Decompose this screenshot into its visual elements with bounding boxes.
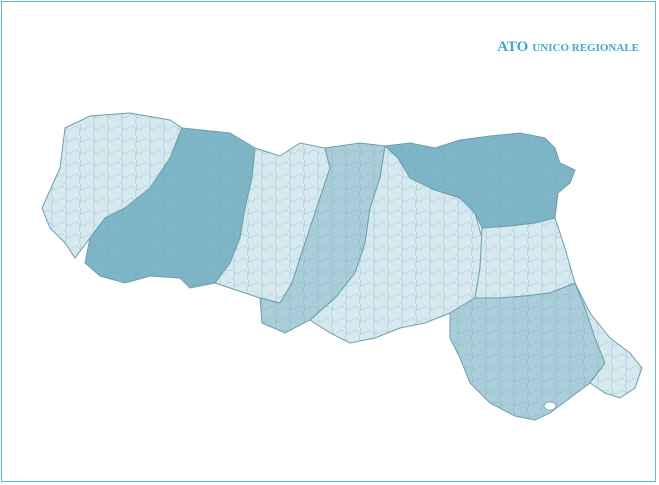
map-title: ATO UNICO REGIONALE	[497, 38, 639, 56]
enclave	[543, 401, 557, 411]
region-map	[41, 112, 643, 421]
title-unico-regionale: UNICO REGIONALE	[532, 42, 639, 54]
title-ato: ATO	[497, 39, 529, 55]
